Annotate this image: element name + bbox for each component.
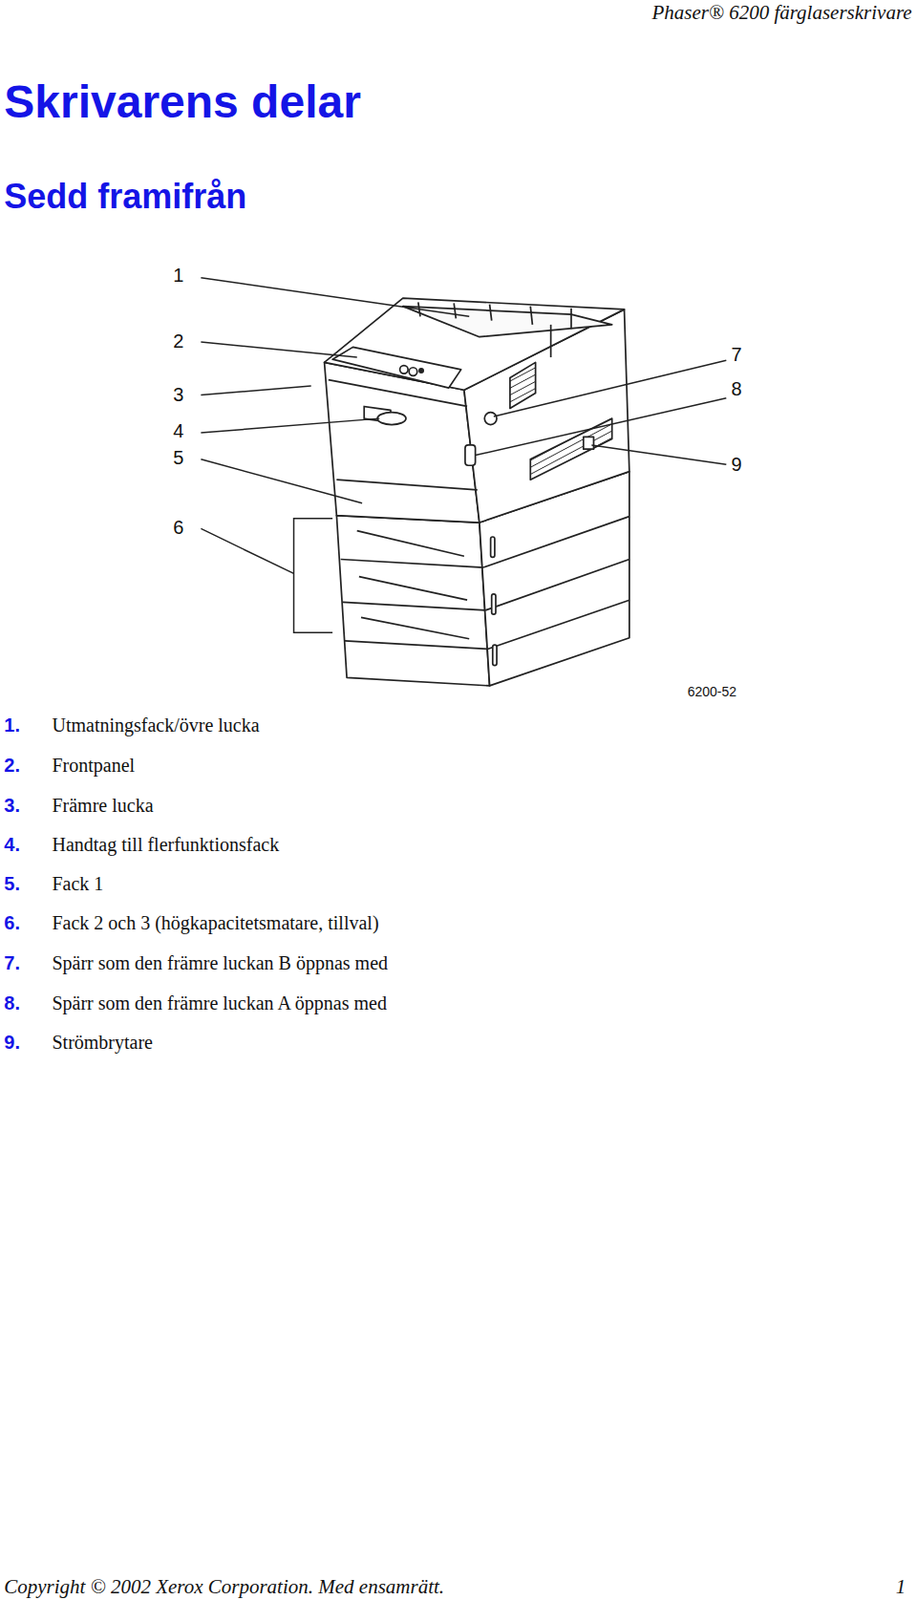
control-panel xyxy=(332,346,462,388)
list-number: 4. xyxy=(3,833,21,856)
page-number: 1 xyxy=(895,1574,907,1598)
list-text: Fack 2 och 3 (högkapacitetsmatare, tillv… xyxy=(51,912,379,935)
list-text: Fack 1 xyxy=(51,872,104,895)
callout-number: 9 xyxy=(730,452,742,475)
list-number: 9. xyxy=(3,1031,21,1054)
list-number: 5. xyxy=(3,872,21,895)
leader-lines xyxy=(200,277,726,634)
callout-number: 4 xyxy=(172,419,184,442)
callout-number: 5 xyxy=(172,447,184,470)
list-text: Handtag till flerfunktionsfack xyxy=(51,833,279,856)
page-title: Skrivarens delar xyxy=(3,75,362,128)
tray-front xyxy=(336,515,490,686)
list-number: 2. xyxy=(3,753,21,776)
callout-number: 3 xyxy=(172,383,184,406)
subheading: Sedd framifrån xyxy=(3,176,247,216)
list-number: 1. xyxy=(3,714,21,737)
callout-number: 6 xyxy=(172,516,184,539)
list-text: Spärr som den främre luckan B öppnas med xyxy=(51,952,388,975)
callout-number: 2 xyxy=(172,329,184,352)
callout-number: 1 xyxy=(172,264,184,287)
callout-number: 7 xyxy=(730,342,742,365)
list-number: 6. xyxy=(3,912,21,935)
footer-copyright: Copyright © 2002 Xerox Corporation. Med … xyxy=(3,1574,445,1598)
power-switch xyxy=(583,436,595,449)
list-number: 7. xyxy=(3,952,21,975)
list-number: 3. xyxy=(3,793,21,816)
top-output-tray xyxy=(324,298,625,390)
list-text: Strömbrytare xyxy=(51,1031,153,1054)
running-header: Phaser® 6200 färglaserskrivare xyxy=(651,0,912,24)
figure-id: 6200-52 xyxy=(687,683,737,700)
list-text: Främre lucka xyxy=(51,793,153,816)
latch-b xyxy=(484,412,497,426)
list-number: 8. xyxy=(3,991,21,1014)
latch-a xyxy=(465,445,476,466)
callout-number: 8 xyxy=(730,377,742,400)
list-text: Spärr som den främre luckan A öppnas med xyxy=(51,991,386,1014)
list-text: Utmatningsfack/övre lucka xyxy=(51,714,259,737)
list-text: Frontpanel xyxy=(51,753,135,776)
